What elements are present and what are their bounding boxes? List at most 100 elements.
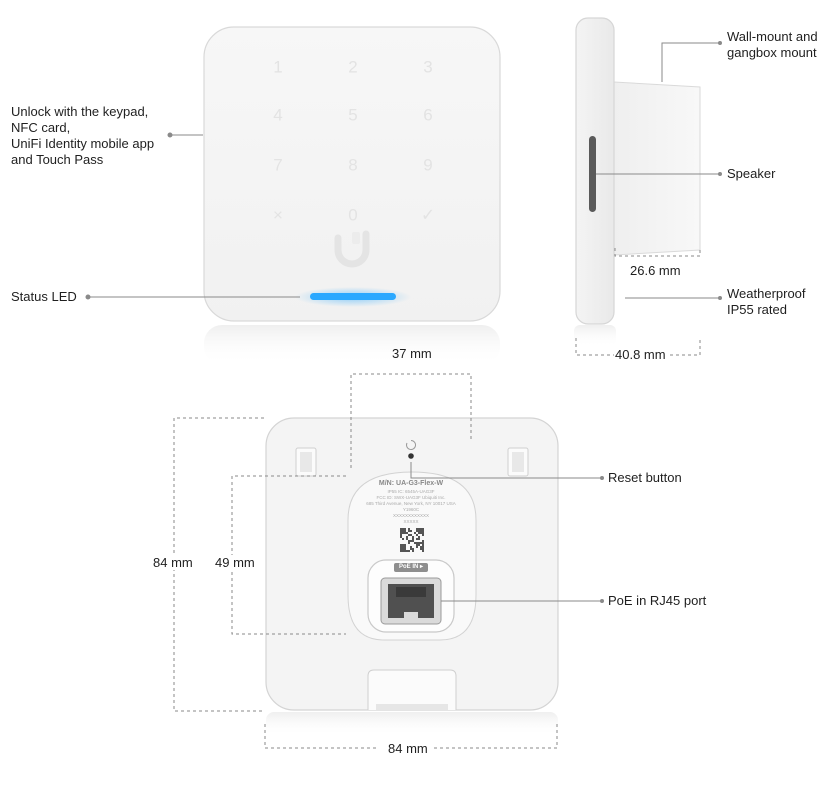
qr-module — [418, 542, 420, 544]
regulatory-line: 685 Third Avenue, New York, NY 10017 USA — [366, 501, 456, 506]
qr-module — [410, 530, 412, 532]
qr-module — [410, 548, 412, 550]
front-panel — [203, 26, 501, 322]
side-device — [574, 17, 701, 347]
qr-module — [402, 544, 404, 546]
qr-module — [400, 534, 402, 536]
qr-module — [420, 548, 422, 550]
qr-module — [400, 536, 402, 538]
qr-module — [406, 536, 408, 538]
model-number: M/N: UA-G3-Flex-W — [378, 480, 444, 487]
qr-module — [400, 528, 402, 530]
poe-port-label: PoE IN ▸ — [398, 564, 423, 570]
qr-module — [410, 540, 412, 542]
ubiquiti-logo-dot — [352, 232, 360, 244]
mount-slot-left-inner — [300, 452, 312, 472]
front-callout-lines — [85, 132, 300, 300]
keypad-key: 3 — [423, 57, 432, 76]
rj45-pins — [396, 587, 426, 597]
qr-module — [416, 528, 418, 530]
qr-code — [400, 528, 424, 552]
qr-module — [422, 546, 424, 548]
qr-module — [404, 530, 406, 532]
speaker-slot — [589, 136, 596, 212]
qr-module — [406, 532, 408, 534]
qr-module — [416, 542, 418, 544]
unlock-methods-callout: Unlock with the keypad, NFC card, UniFi … — [11, 104, 169, 168]
qr-module — [422, 544, 424, 546]
qr-module — [416, 544, 418, 546]
qr-module — [422, 550, 424, 552]
qr-module — [422, 530, 424, 532]
qr-module — [404, 546, 406, 548]
qr-module — [420, 532, 422, 534]
poe-port-callout: PoE in RJ45 port — [608, 593, 707, 608]
qr-module — [404, 532, 406, 534]
side-callout-lines — [596, 42, 720, 299]
regulatory-line: Y1960C — [402, 507, 420, 512]
qr-module — [422, 528, 424, 530]
qr-module — [416, 546, 418, 548]
qr-module — [402, 548, 404, 550]
keypad-key: 5 — [348, 105, 357, 124]
qr-module — [420, 530, 422, 532]
qr-module — [416, 534, 418, 536]
rear-device — [265, 417, 559, 736]
side-dimension-lines — [575, 248, 701, 356]
qr-module — [400, 550, 402, 552]
qr-module — [412, 536, 414, 538]
width-dimension: 84 mm — [388, 741, 428, 756]
qr-module — [404, 548, 406, 550]
regulatory-line: FCC ID: SWX-UAG3F Ubiquiti Inc. — [376, 495, 446, 500]
keypad-key: 6 — [423, 105, 432, 124]
qr-module — [412, 540, 414, 542]
qr-module — [410, 546, 412, 548]
qr-module — [418, 538, 420, 540]
rj45-latch — [404, 612, 418, 618]
reset-icon — [406, 439, 417, 450]
cable-notch — [367, 669, 457, 710]
qr-module — [402, 546, 404, 548]
unlock-line: Unlock with the keypad, — [11, 104, 149, 119]
qr-module — [412, 550, 414, 552]
status-led-callout: Status LED — [11, 289, 77, 304]
unlock-line: UniFi Identity mobile app — [11, 136, 155, 151]
weatherproof-line: IP55 rated — [727, 302, 787, 317]
qr-module — [402, 538, 404, 540]
mount-height-dimension: 49 mm — [213, 555, 257, 570]
regulatory-line: XXXXX — [403, 519, 419, 524]
keypad-key: 4 — [273, 105, 282, 124]
qr-module — [408, 530, 410, 532]
qr-module — [400, 544, 402, 546]
poe-label-plate — [394, 563, 428, 572]
qr-module — [400, 546, 402, 548]
front-device — [203, 26, 501, 365]
qr-module — [402, 532, 404, 534]
mount-line: Wall-mount and — [727, 29, 818, 44]
qr-module — [408, 534, 410, 536]
qr-module — [418, 528, 420, 530]
keypad-key: 9 — [423, 155, 432, 174]
qr-module — [418, 536, 420, 538]
qr-module — [422, 534, 424, 536]
cable-notch-base — [376, 704, 448, 710]
qr-module — [404, 544, 406, 546]
qr-module — [412, 548, 414, 550]
qr-module — [408, 540, 410, 542]
qr-module — [412, 538, 414, 540]
status-led — [310, 293, 396, 300]
unlock-line: NFC card, — [11, 120, 71, 135]
qr-module — [400, 532, 402, 534]
qr-module — [402, 550, 404, 552]
speaker-callout: Speaker — [727, 166, 776, 181]
qr-module — [420, 542, 422, 544]
qr-module — [422, 532, 424, 534]
mount-width-dimension: 37 mm — [392, 346, 432, 361]
front-reflection — [204, 325, 500, 365]
qr-module — [414, 542, 416, 544]
keypad-key: 8 — [348, 155, 357, 174]
qr-module — [402, 528, 404, 530]
side-callout-dots — [718, 41, 722, 300]
